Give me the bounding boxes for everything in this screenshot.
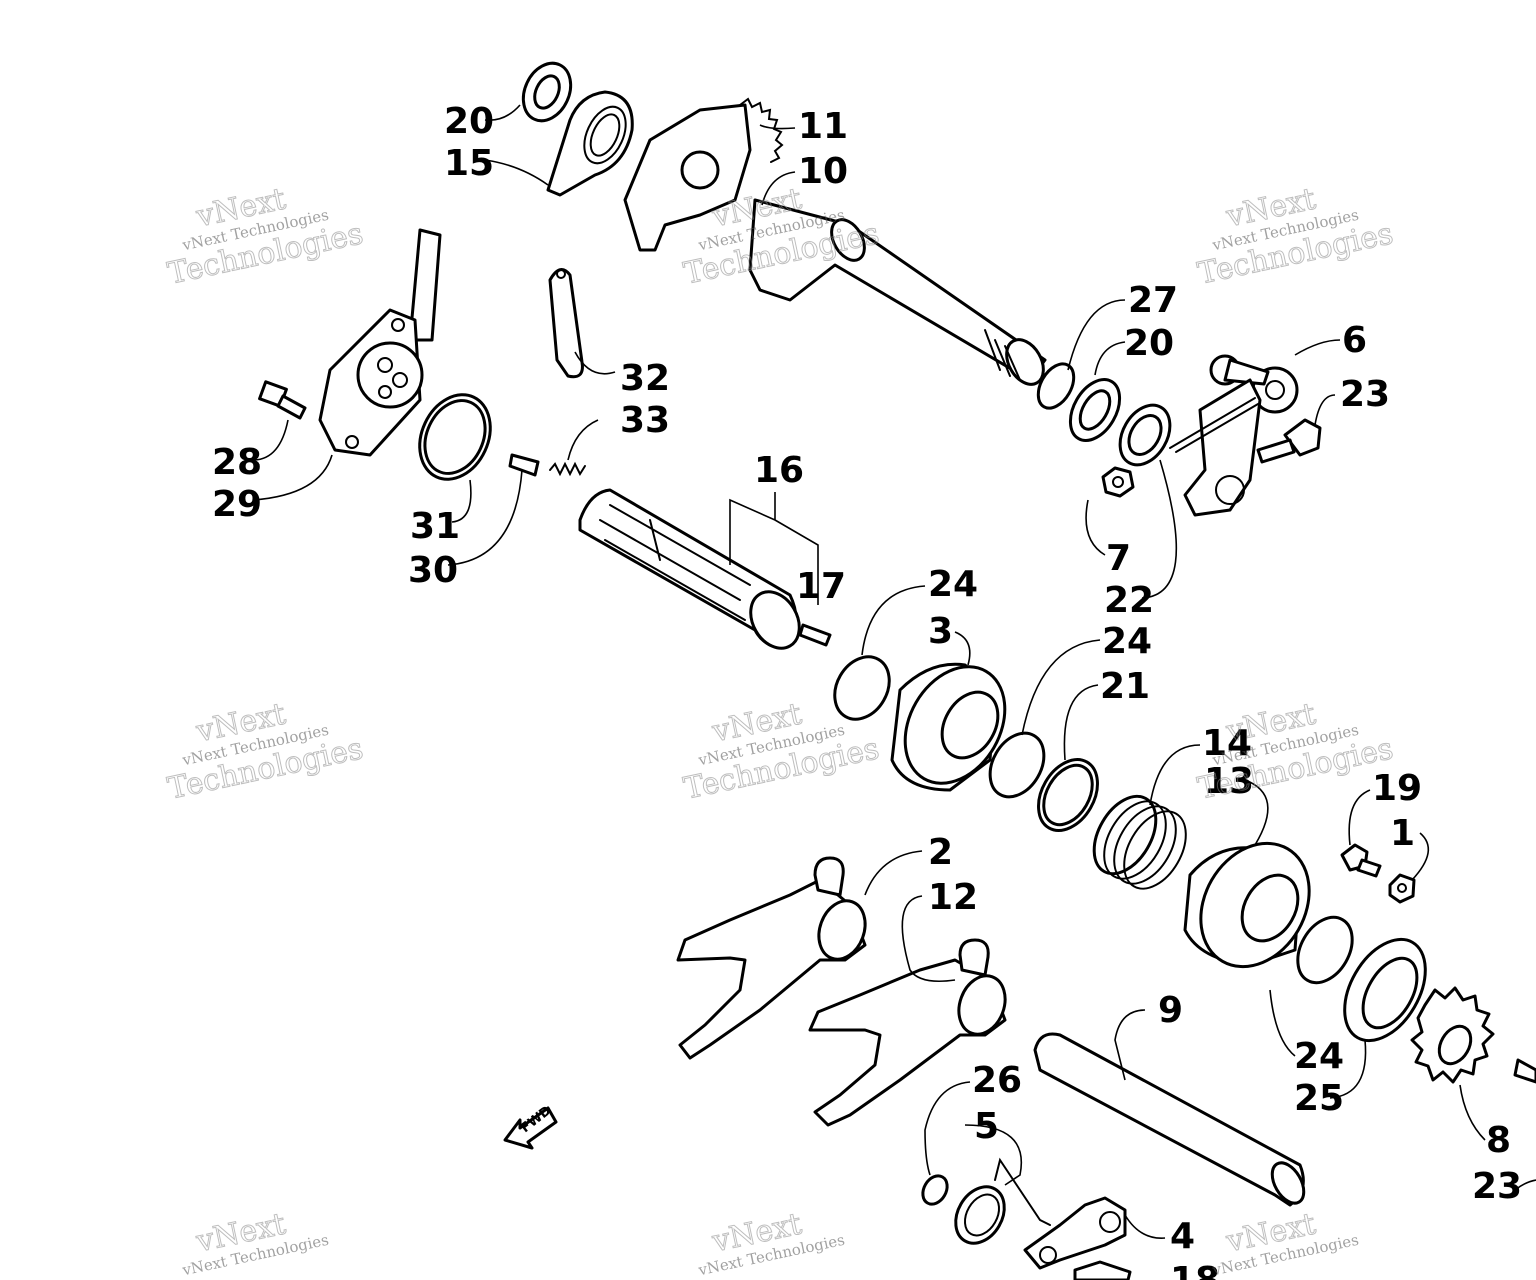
part-arm-4 xyxy=(1023,1196,1127,1270)
callout-numbers: 20 15 11 10 32 33 28 29 31 30 16 17 27 2… xyxy=(212,101,1522,1280)
part-circlip-24-c xyxy=(1296,915,1354,985)
part-spring-15 xyxy=(546,90,634,197)
part-washer-26 xyxy=(921,1174,949,1206)
callout-8: 8 xyxy=(1486,1120,1511,1161)
callout-30: 30 xyxy=(408,550,458,591)
callout-6: 6 xyxy=(1342,320,1367,361)
callout-11: 11 xyxy=(798,106,848,147)
part-circlip-24-a xyxy=(833,655,891,721)
part-cover-29 xyxy=(318,228,442,457)
part-nut-7 xyxy=(1101,466,1135,498)
callout-16: 16 xyxy=(754,450,804,491)
part-bolt-23-top xyxy=(1256,418,1322,464)
callout-24-a: 24 xyxy=(928,564,978,605)
part-fork-shaft-9 xyxy=(1033,1032,1306,1207)
part-shift-shaft-10 xyxy=(748,198,1047,386)
callout-3: 3 xyxy=(928,611,953,652)
callout-14: 14 xyxy=(1202,723,1252,764)
callout-33: 33 xyxy=(620,400,670,441)
callout-4: 4 xyxy=(1170,1216,1195,1257)
callout-23-top: 23 xyxy=(1340,374,1390,415)
part-washer-1 xyxy=(1388,873,1416,904)
callout-26: 26 xyxy=(972,1060,1022,1101)
callout-20-right: 20 xyxy=(1124,323,1174,364)
watermark-1: vNext vNext Technologies Technologies xyxy=(164,181,366,292)
part-spring-14 xyxy=(1092,794,1187,890)
part-bolt-28 xyxy=(258,380,307,420)
watermark-4: vNext vNext Technologies Technologies xyxy=(164,696,366,807)
callout-20-top: 20 xyxy=(444,101,494,142)
callout-28: 28 xyxy=(212,442,262,483)
part-oring-31 xyxy=(418,393,492,481)
part-bolt-23-bottom xyxy=(1513,1058,1536,1084)
part-circlip-27 xyxy=(1036,362,1076,410)
watermark-7: vNext vNext Technologies xyxy=(180,1206,330,1279)
callout-23-bottom: 23 xyxy=(1472,1166,1522,1207)
part-shift-arm-11 xyxy=(623,97,784,252)
part-linkage-6 xyxy=(1169,354,1299,517)
callout-2: 2 xyxy=(928,832,953,873)
part-bolt-18 xyxy=(1073,1260,1132,1280)
part-circlip-24-b xyxy=(988,731,1046,799)
watermark-3: vNext vNext Technologies Technologies xyxy=(1194,181,1396,292)
part-shift-fork-2 xyxy=(676,856,867,1060)
callout-13: 13 xyxy=(1204,761,1254,802)
part-gear-8 xyxy=(1410,986,1495,1084)
watermark-8: vNext vNext Technologies xyxy=(696,1206,846,1279)
callout-19: 19 xyxy=(1372,768,1422,809)
part-washer-20-right xyxy=(1068,378,1122,442)
part-pin-17 xyxy=(798,623,832,647)
fwd-arrow-icon: FWD xyxy=(503,1103,558,1150)
part-bolt-19 xyxy=(1340,843,1382,878)
callout-7: 7 xyxy=(1106,538,1131,579)
part-spring-33 xyxy=(549,461,586,477)
part-cam-13 xyxy=(1183,841,1311,969)
part-bearing-22 xyxy=(1118,403,1172,467)
callout-25: 25 xyxy=(1294,1078,1344,1119)
part-bearing-25 xyxy=(1343,937,1427,1043)
callout-24-b: 24 xyxy=(1102,621,1152,662)
callout-24-c: 24 xyxy=(1294,1036,1344,1077)
part-pin-30 xyxy=(508,453,540,477)
part-shift-fork-12 xyxy=(808,938,1007,1127)
callout-17: 17 xyxy=(796,566,846,607)
callout-9: 9 xyxy=(1158,990,1183,1031)
callout-12: 12 xyxy=(928,877,978,918)
part-stopper-32 xyxy=(548,268,584,379)
callout-29: 29 xyxy=(212,484,262,525)
part-washer-20-top xyxy=(521,61,573,123)
callout-10: 10 xyxy=(798,151,848,192)
callout-27: 27 xyxy=(1128,280,1178,321)
callout-15: 15 xyxy=(444,143,494,184)
callout-5: 5 xyxy=(974,1106,999,1147)
callout-32: 32 xyxy=(620,358,670,399)
callout-22: 22 xyxy=(1104,580,1154,621)
part-shift-drum-16 xyxy=(578,488,801,650)
part-spring-5 xyxy=(954,1157,1051,1245)
part-cam-3 xyxy=(890,662,1007,792)
callout-1: 1 xyxy=(1390,813,1415,854)
callout-31: 31 xyxy=(410,506,460,547)
callout-21: 21 xyxy=(1100,666,1150,707)
part-washer-21 xyxy=(1037,758,1099,832)
watermark-9: vNext vNext Technologies xyxy=(1210,1206,1360,1279)
leader-lines xyxy=(252,104,1536,1239)
callout-18: 18 xyxy=(1170,1260,1220,1280)
